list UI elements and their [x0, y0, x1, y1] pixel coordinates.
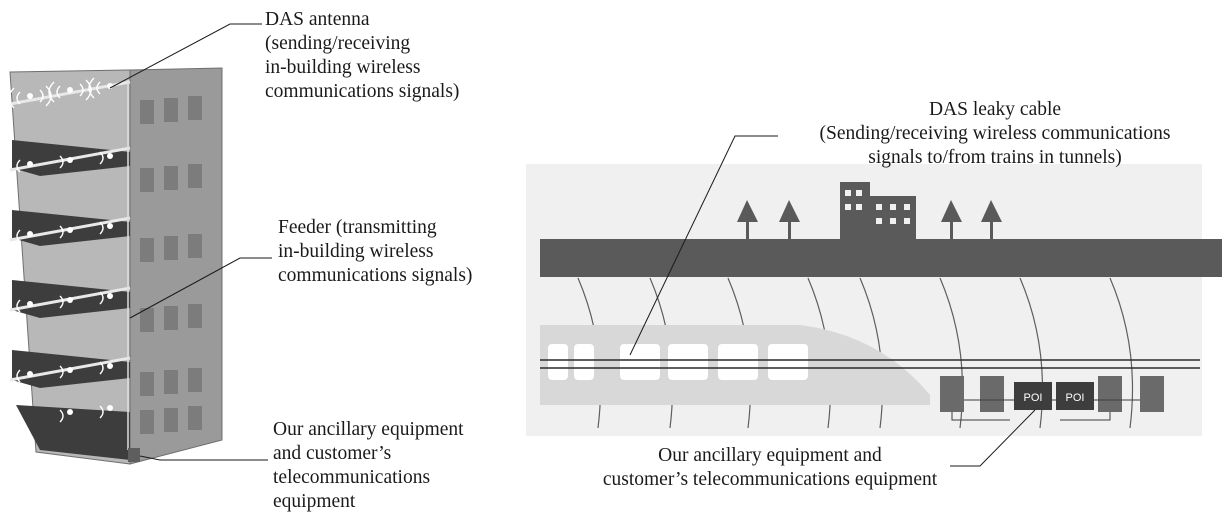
feeder-line-3: communications signals) [278, 265, 473, 286]
ancillary-left-line-1: Our ancillary equipment [273, 419, 464, 440]
leaky-cable-line-1: DAS leaky cable [928, 99, 1062, 120]
train-windows [548, 344, 808, 380]
ancillary-equipment-label-right: Our ancillary equipment and customer’s t… [535, 444, 1005, 492]
ancillary-equipment-label-left: Our ancillary equipment and customer’s t… [273, 418, 464, 514]
tunnel-ribs [577, 277, 1134, 429]
ancillary-right-line-2: customer’s telecommunications equipment [602, 469, 938, 490]
ancillary-left-line-2: and customer’s [273, 443, 392, 464]
feeder-line-1: Feeder (transmitting [278, 217, 437, 238]
ancillary-right-line-1: Our ancillary equipment and [658, 445, 882, 466]
antenna-nodes [27, 83, 113, 415]
building-windows [140, 96, 202, 434]
city-skyline [737, 182, 1002, 240]
das-antenna-line-4: communications signals) [265, 81, 460, 102]
leaky-cable-line-2: (Sending/receiving wireless communicatio… [819, 123, 1171, 144]
das-leaky-cable-label: DAS leaky cable (Sending/receiving wirel… [760, 98, 1229, 170]
ancillary-left-line-4: equipment [273, 491, 356, 512]
das-antennas [8, 77, 104, 423]
ancillary-left-line-3: telecommunications [273, 467, 431, 488]
das-antenna-line-3: in-building wireless [265, 57, 421, 78]
tunnel-illustration: POI POI [526, 164, 1222, 436]
leader-lines-right [629, 135, 1036, 467]
das-antenna-line-1: DAS antenna [265, 9, 370, 30]
building-front-face [9, 69, 131, 465]
leaky-cable [540, 359, 1200, 369]
feeder-label: Feeder (transmitting in-building wireles… [278, 216, 472, 288]
leaky-cable-line-3: signals to/from trains in tunnels) [868, 147, 1122, 168]
feeder-line-2: in-building wireless [278, 241, 434, 262]
leader-lines-left [109, 23, 272, 461]
tunnel-equipment: POI POI [940, 376, 1164, 421]
base-equipment [128, 448, 140, 462]
ground-surface [540, 239, 1222, 277]
poi-box-1 [1014, 382, 1052, 410]
poi-label-2: POI [1066, 392, 1085, 404]
poi-label-1: POI [1024, 392, 1043, 404]
building-illustration [8, 67, 223, 465]
poi-box-2 [1056, 382, 1094, 410]
building-side-face [129, 67, 223, 465]
das-antenna-label: DAS antenna (sending/receiving in-buildi… [265, 8, 459, 104]
das-antenna-line-2: (sending/receiving [265, 33, 411, 54]
